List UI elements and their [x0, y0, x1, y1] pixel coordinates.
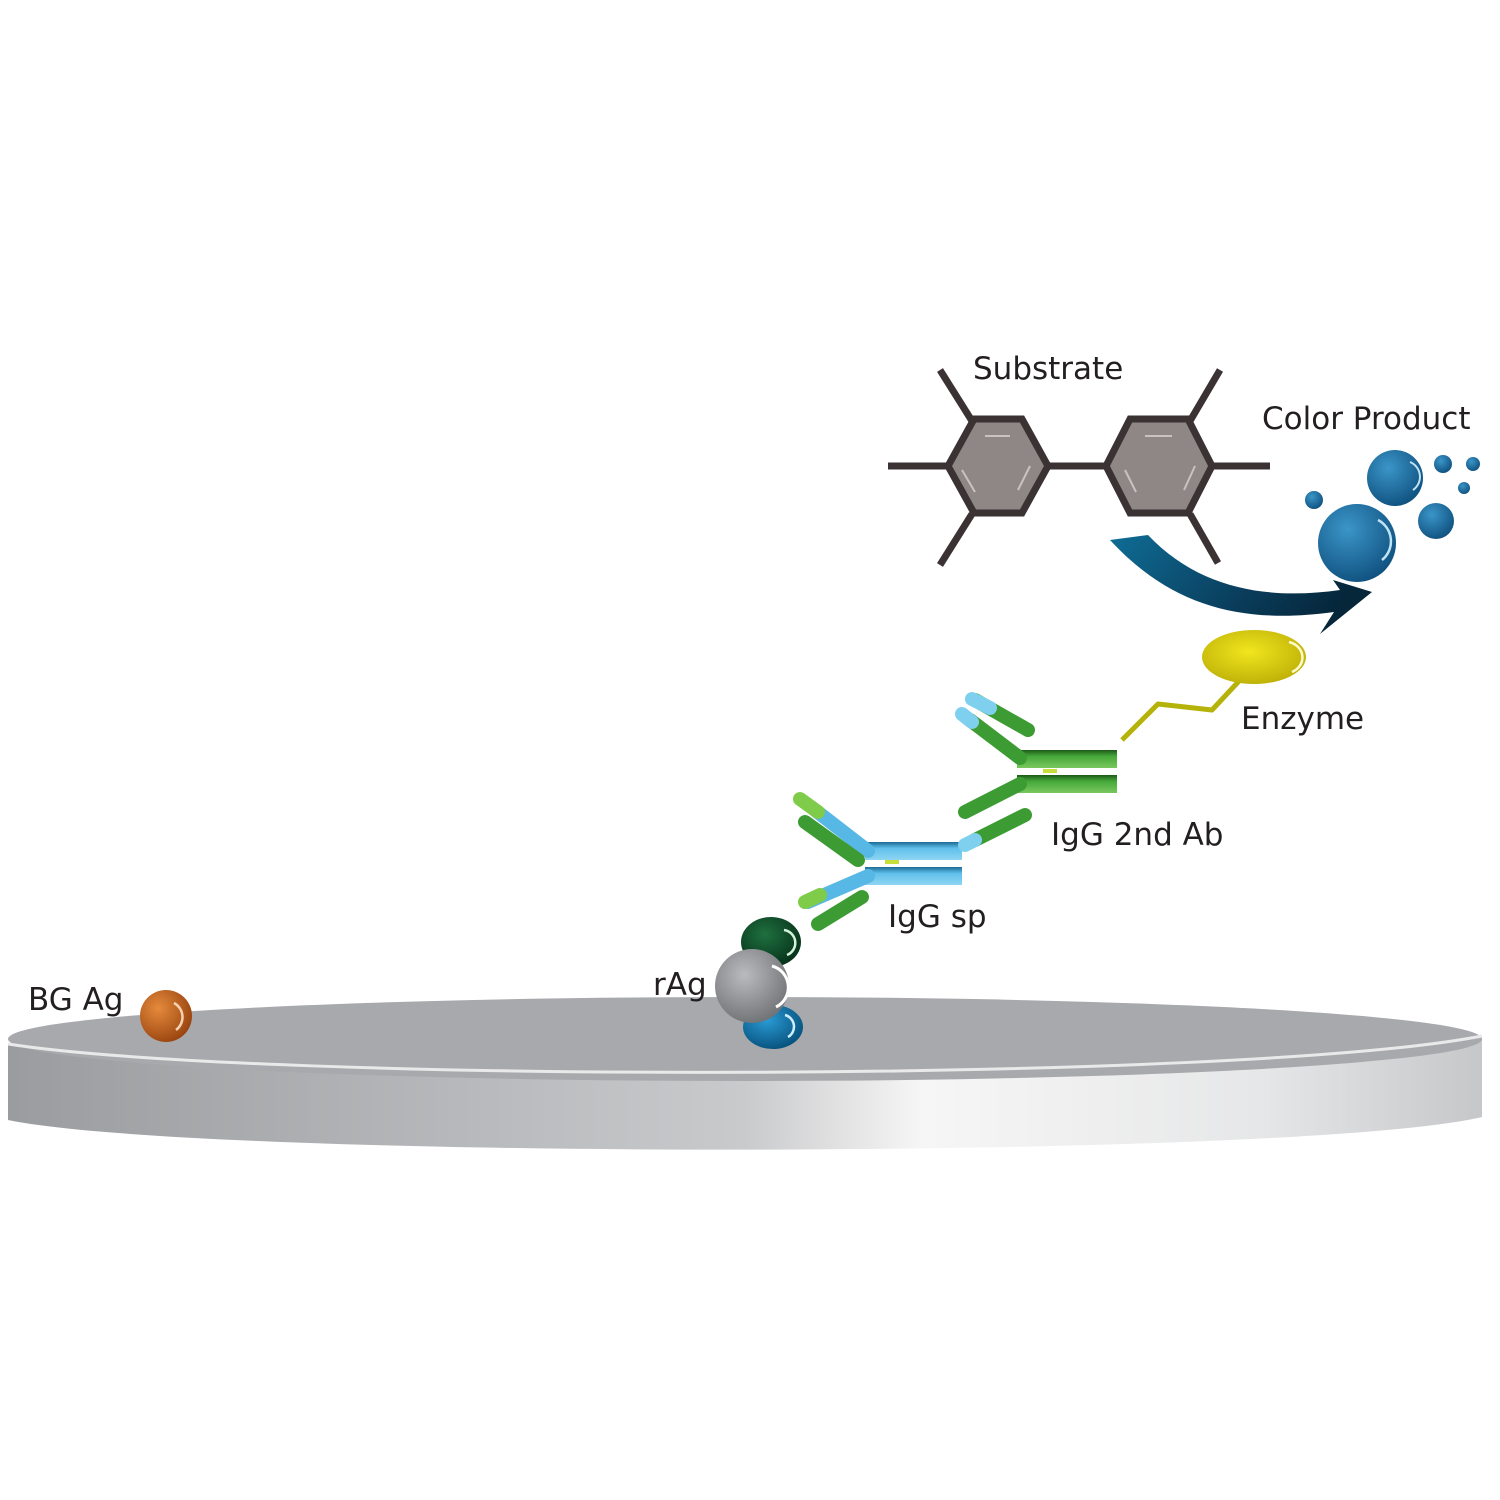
enzyme-linker	[1120, 678, 1242, 742]
label-rag: rAg	[653, 967, 707, 1003]
label-color-product: Color Product	[1262, 401, 1471, 437]
color-product-bubbles	[1305, 450, 1480, 582]
secondary-antibody	[955, 692, 1117, 852]
enzyme-blob	[1202, 630, 1306, 684]
background-antigen	[140, 990, 192, 1042]
label-bg-ag: BG Ag	[28, 982, 124, 1018]
specific-igg	[793, 792, 962, 931]
label-igg-2nd-ab: IgG 2nd Ab	[1051, 817, 1224, 853]
label-igg-sp: IgG sp	[888, 899, 987, 935]
reaction-arrow	[1110, 535, 1372, 634]
recombinant-antigen	[715, 917, 803, 1049]
plate	[7, 997, 1483, 1150]
label-substrate: Substrate	[973, 351, 1124, 387]
substrate-molecule	[888, 368, 1270, 567]
label-enzyme: Enzyme	[1241, 701, 1365, 737]
